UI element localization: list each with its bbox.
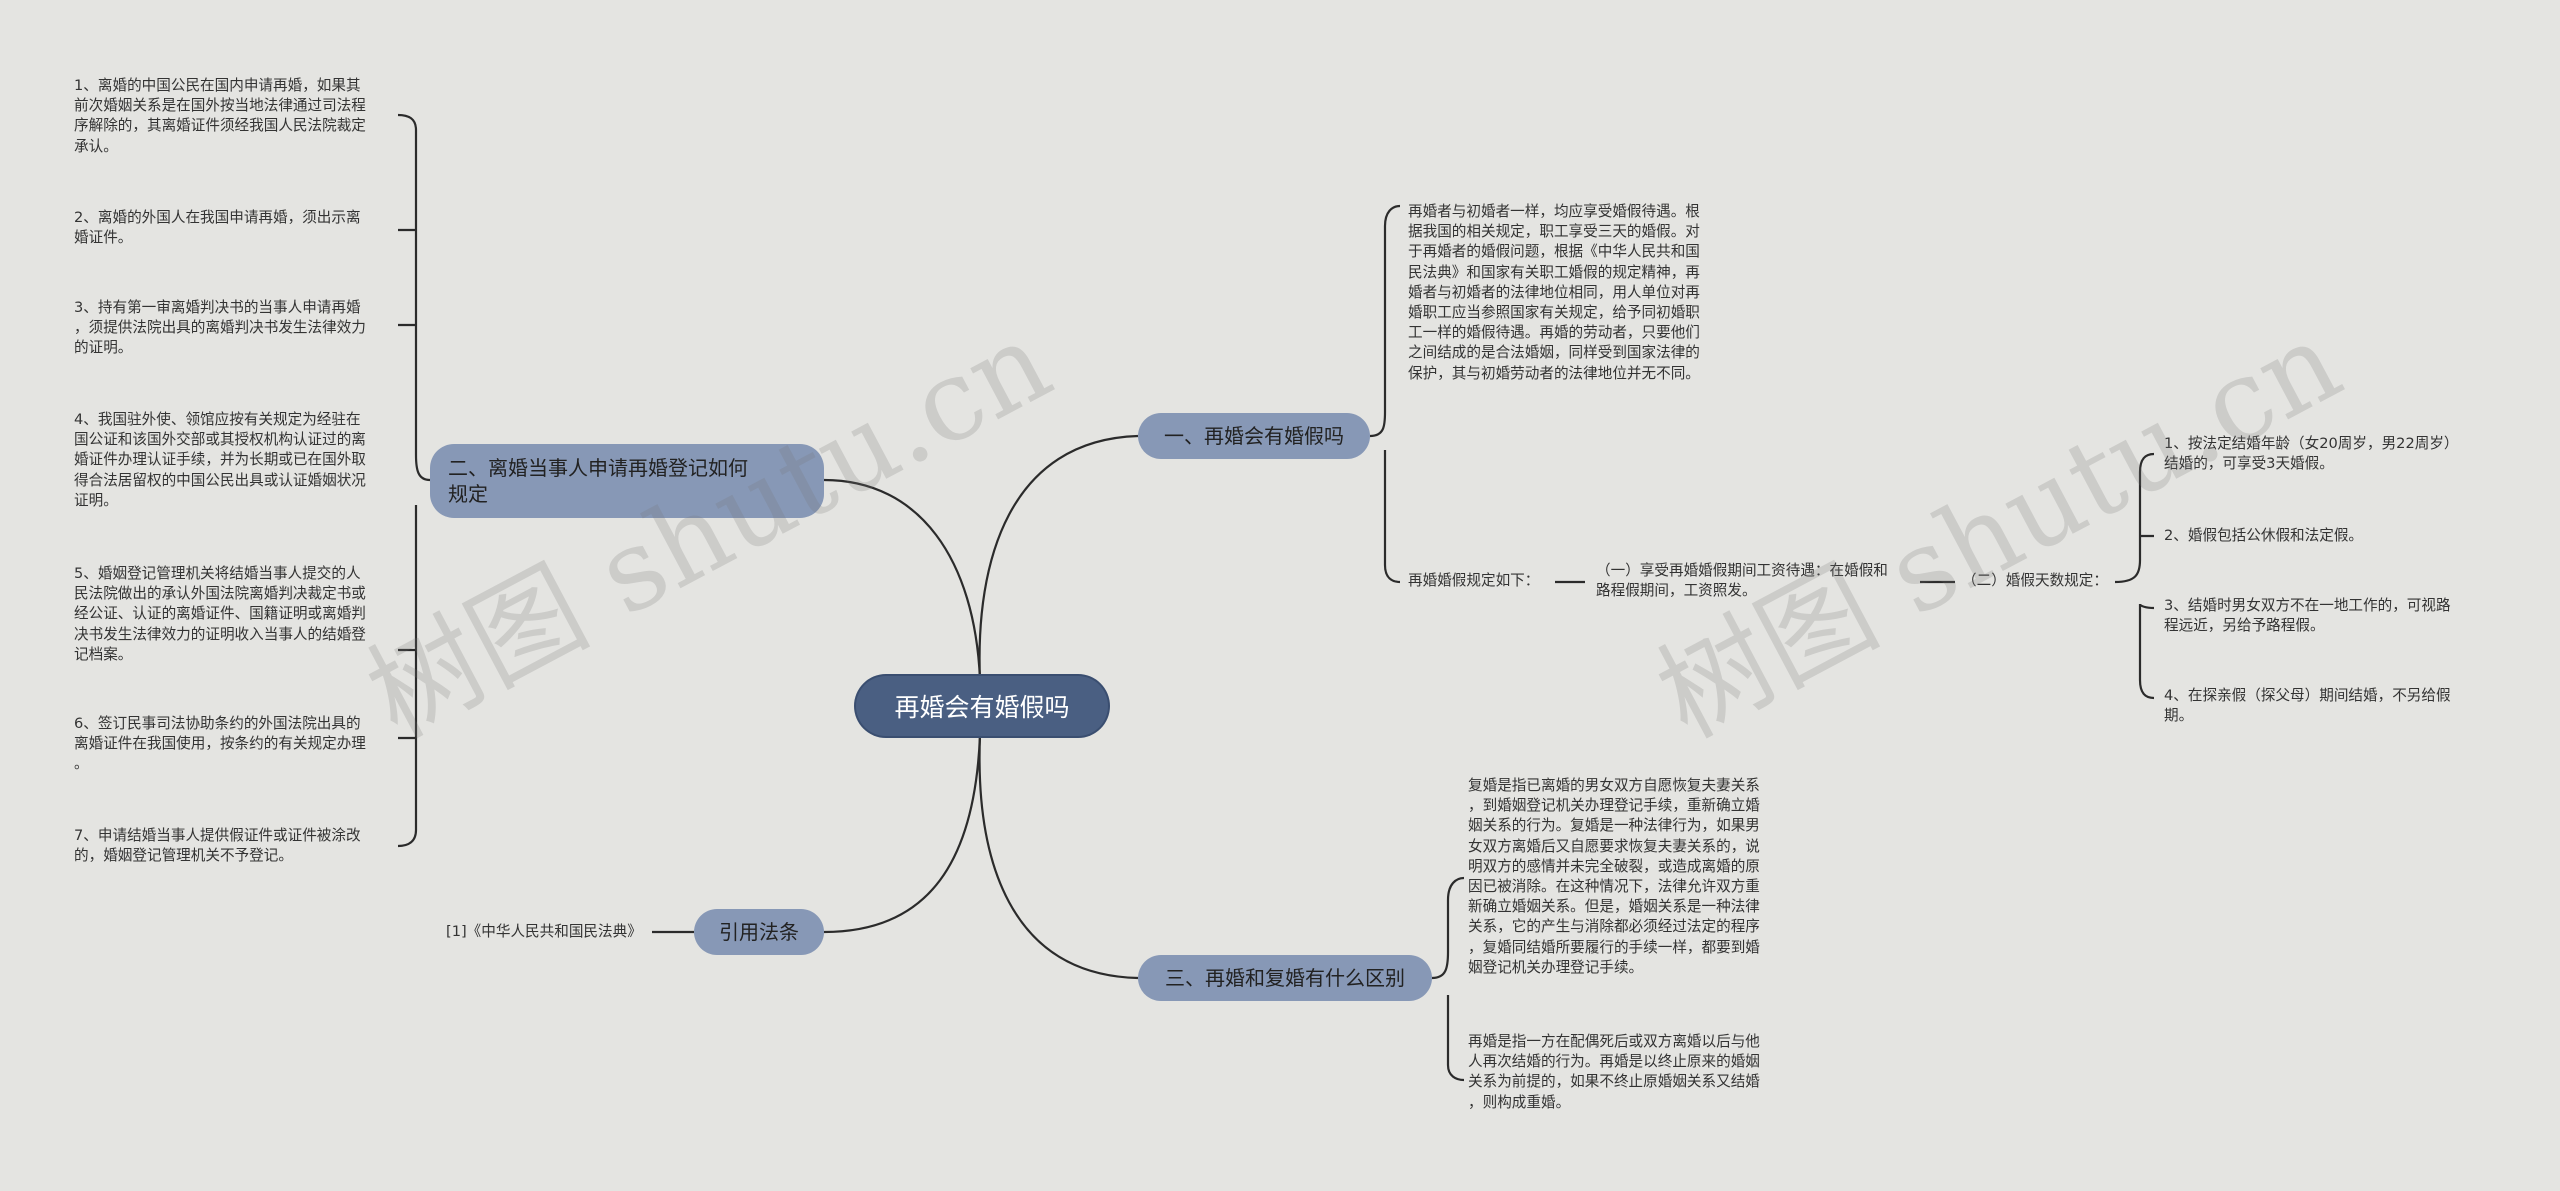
branch-1-rule-label: 再婚婚假规定如下： bbox=[1408, 572, 1540, 589]
branch-1-item-3: 3、结婚时男女双方不在一地工作的，可视路 程远近，另给予路程假。 bbox=[2164, 597, 2451, 635]
branch-1-item-4: 4、在探亲假（探父母）期间结婚，不另给假 期。 bbox=[2164, 687, 2451, 725]
branch-2-topic[interactable]: 二、离婚当事人申请再婚登记如何 规定 bbox=[430, 444, 824, 518]
link-root-b2 bbox=[823, 478, 982, 681]
branch-2-item-5: 5、婚姻登记管理机关将结婚当事人提交的人 民法院做出的承认外国法院离婚判决裁定书… bbox=[74, 565, 366, 663]
link-root-b1 bbox=[978, 434, 1139, 681]
branch-2-item-4: 4、我国驻外使、领馆应按有关规定为经驻在 国公证和该国外交部或其授权机构认证过的… bbox=[74, 411, 366, 509]
branch-3-item-2: 再婚是指一方在配偶死后或双方离婚以后与他 人再次结婚的行为。再婚是以终止原来的婚… bbox=[1468, 1033, 1760, 1111]
branch-4-item-1: [1]《中华人民共和国民法典》 bbox=[446, 923, 642, 940]
link-root-b4 bbox=[823, 734, 982, 934]
branch-1-description: 再婚者与初婚者一样，均应享受婚假待遇。根 据我国的相关规定，职工享受三天的婚假。… bbox=[1408, 203, 1700, 382]
branch-2-label: 二、离婚当事人申请再婚登记如何 规定 bbox=[448, 456, 748, 506]
branch-2-item-6: 6、签订民事司法协助条约的外国法院出具的 离婚证件在我国使用，按条约的有关规定办… bbox=[74, 715, 366, 773]
branch-1-label: 一、再婚会有婚假吗 bbox=[1164, 424, 1344, 448]
branch-3-label: 三、再婚和复婚有什么区别 bbox=[1165, 966, 1405, 990]
link-b3-bracket bbox=[1431, 876, 1465, 1082]
link-b1-bracket bbox=[1369, 204, 1401, 584]
branch-3-topic[interactable]: 三、再婚和复婚有什么区别 bbox=[1138, 955, 1432, 1001]
branch-1-sub1: （一）享受再婚婚假期间工资待遇：在婚假和 路程假期间，工资照发。 bbox=[1596, 562, 1888, 600]
branch-4-topic[interactable]: 引用法条 bbox=[694, 909, 824, 955]
branch-1-item-2: 2、婚假包括公休假和法定假。 bbox=[2164, 527, 2364, 544]
root-topic-label: 再婚会有婚假吗 bbox=[894, 693, 1070, 722]
branch-1-topic[interactable]: 一、再婚会有婚假吗 bbox=[1138, 413, 1370, 459]
branch-1-item-1: 1、按法定结婚年龄（女20周岁，男22周岁） 结婚的，可享受3天婚假。 bbox=[2164, 435, 2459, 473]
root-topic[interactable]: 再婚会有婚假吗 bbox=[856, 676, 1108, 736]
branch-2-item-7: 7、申请结婚当事人提供假证件或证件被涂改 的，婚姻登记管理机关不予登记。 bbox=[74, 827, 361, 865]
branch-2-item-2: 2、离婚的外国人在我国申请再婚，须出示离 婚证件。 bbox=[74, 209, 361, 247]
branch-4-label: 引用法条 bbox=[719, 920, 799, 944]
link-b1-items-bracket bbox=[2114, 452, 2155, 700]
branch-3-item-1: 复婚是指已离婚的男女双方自愿恢复夫妻关系 ，到婚姻登记机关办理登记手续，重新确立… bbox=[1468, 777, 1760, 976]
branch-2-item-3: 3、持有第一审离婚判决书的当事人申请再婚 ，须提供法院出具的离婚判决书发生法律效… bbox=[74, 299, 366, 357]
branch-2-item-1: 1、离婚的中国公民在国内申请再婚，如果其 前次婚姻关系是在国外按当地法律通过司法… bbox=[74, 77, 366, 155]
link-b2-bracket bbox=[397, 113, 431, 848]
branch-1-sub2: （二）婚假天数规定： bbox=[1962, 572, 2108, 589]
link-root-b3 bbox=[978, 734, 1139, 980]
